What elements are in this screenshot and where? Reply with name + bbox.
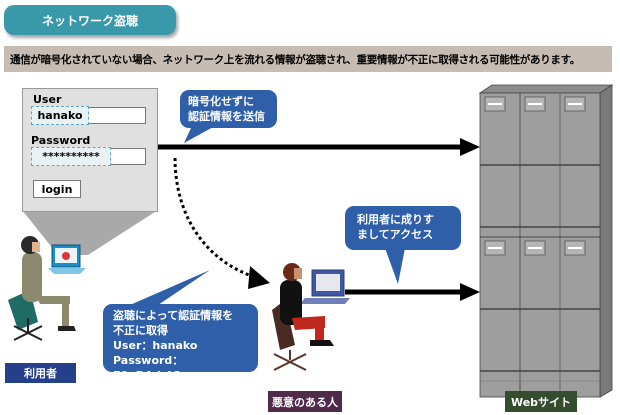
user-label: User — [33, 93, 62, 106]
attacker-person-icon — [272, 263, 350, 371]
password-label: Password — [31, 134, 91, 147]
bubble-impersonate: 利用者に成りす ましてアクセス — [345, 206, 461, 250]
bubble-unencrypted-line-1: 暗号化せずに — [188, 95, 254, 108]
caption-website: Webサイト — [505, 391, 577, 412]
description-banner: 通信が暗号化されていない場合、ネットワーク上を流れる情報が盗聴され、重要情報が不… — [4, 46, 612, 72]
section-title: ネットワーク盗聴 — [4, 5, 176, 35]
intercept-arrowhead — [248, 266, 270, 289]
transmit-arrowhead — [460, 138, 480, 156]
projection-cone — [22, 210, 158, 255]
bubble-stolen-line-2: 不正に取得 — [113, 324, 168, 337]
bubble-stolen-credentials: 盗聴によって認証情報を 不正に取得 User：hanako Password：F… — [103, 304, 258, 382]
password-input-value[interactable]: ********** — [31, 147, 111, 166]
bubble-stolen-user: User：hanako — [113, 339, 198, 352]
bubble-tail-unencrypted — [184, 126, 215, 143]
bubble-stolen-password: Password：F0oB4rbA2 — [113, 354, 184, 382]
bubble-tail-impersonate — [385, 248, 405, 284]
login-button[interactable]: login — [33, 180, 81, 198]
bubble-unencrypted: 暗号化せずに 認証情報を送信 — [180, 90, 277, 128]
bubble-impersonate-line-1: 利用者に成りす — [357, 213, 434, 226]
server-rack-icon — [478, 84, 614, 398]
bubble-stolen-line-1: 盗聴によって認証情報を — [113, 309, 234, 322]
user-input-value[interactable]: hanako — [31, 106, 89, 125]
caption-attacker: 悪意のある人 — [268, 391, 342, 412]
user-person-icon — [8, 236, 86, 341]
bubble-unencrypted-line-2: 認証情報を送信 — [188, 110, 265, 123]
bubble-tail-stolen — [130, 270, 210, 305]
login-form-panel: User hanako Password ********** login — [22, 88, 158, 212]
intercept-dotted-path — [173, 157, 259, 280]
bubble-impersonate-line-2: ましてアクセス — [357, 228, 434, 241]
caption-user: 利用者 — [5, 363, 76, 383]
access-arrowhead — [460, 283, 480, 301]
